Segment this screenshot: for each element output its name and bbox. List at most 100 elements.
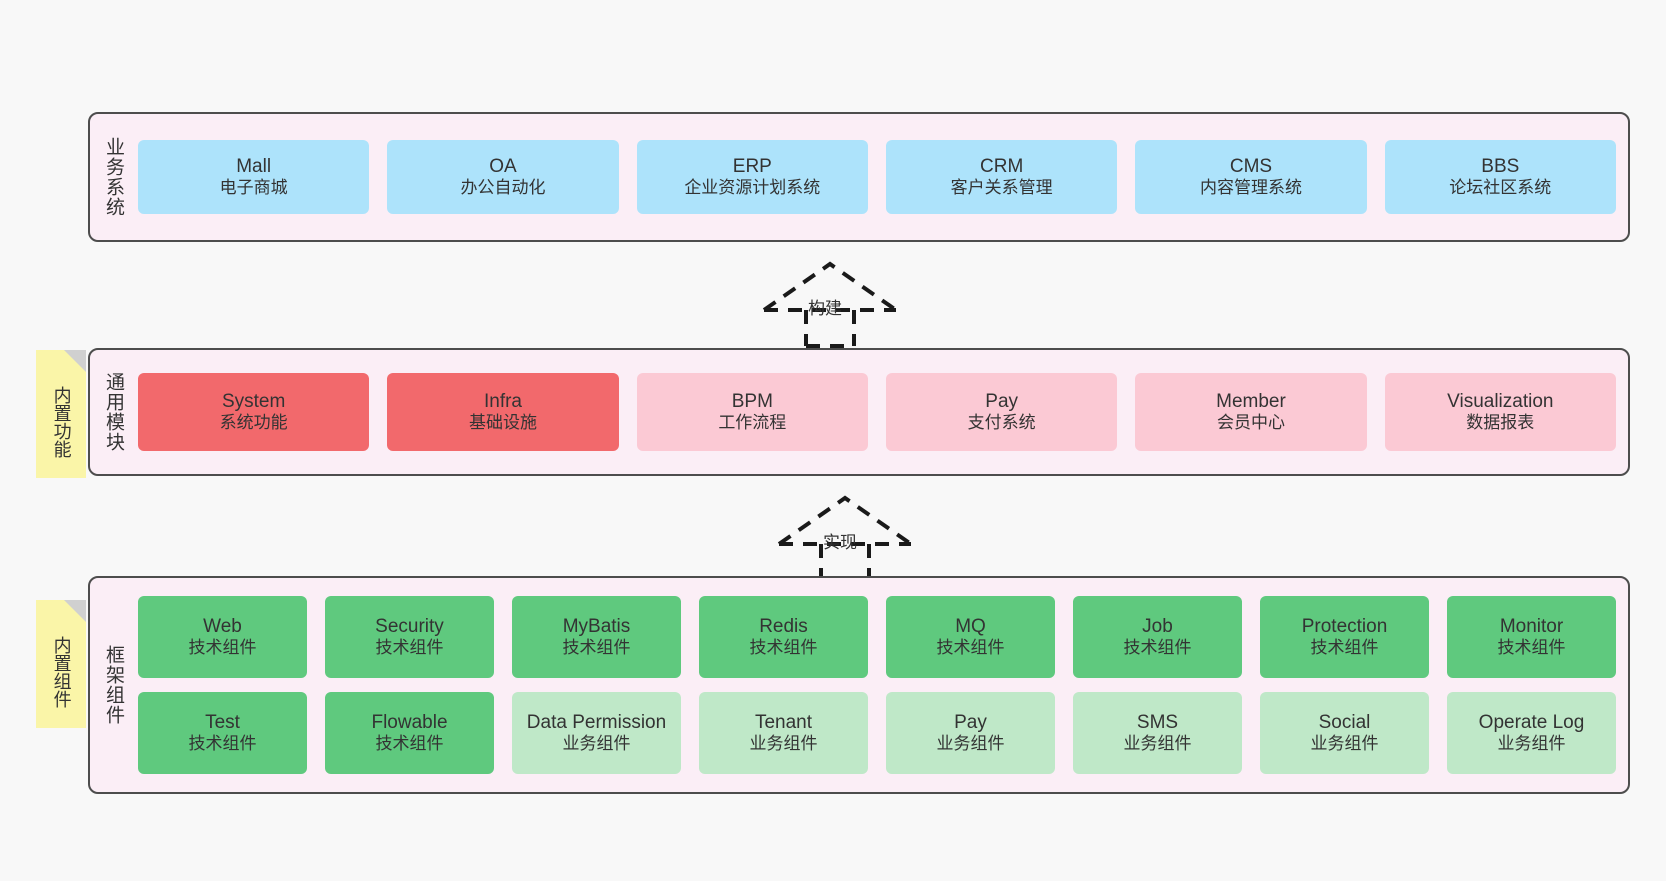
node-subtitle: 技术组件: [375, 734, 444, 754]
node-visualization[interactable]: Visualization 数据报表: [1384, 373, 1616, 451]
node-subtitle: 客户关系管理: [950, 178, 1053, 198]
node-subtitle: 业务组件: [1497, 734, 1566, 754]
node-subtitle: 业务组件: [936, 734, 1005, 754]
layer-label-common: 通用模块: [103, 372, 125, 452]
node-job[interactable]: Job 技术组件: [1073, 596, 1242, 678]
node-subtitle: 系统功能: [219, 413, 288, 433]
node-crm[interactable]: CRM 客户关系管理: [885, 140, 1118, 214]
node-test[interactable]: Test 技术组件: [138, 692, 307, 774]
node-subtitle: 论坛社区系统: [1449, 178, 1552, 198]
node-title: Social: [1318, 712, 1371, 734]
sticky-note-text: 内置组件: [51, 636, 72, 708]
layer-body-business: Mall 电子商城 OA 办公自动化 ERP 企业资源计划系统 CRM 客户关系…: [136, 114, 1628, 240]
connector-implement: 实现: [775, 492, 925, 582]
node-subtitle: 技术组件: [1310, 638, 1379, 658]
node-title: Test: [205, 712, 240, 734]
node-title: Web: [203, 616, 242, 638]
node-pay-component[interactable]: Pay 业务组件: [886, 692, 1055, 774]
layer-common-modules: 通用模块 System 系统功能 Infra 基础设施 BPM 工作流程 Pay…: [88, 348, 1630, 476]
node-bbs[interactable]: BBS 论坛社区系统: [1384, 140, 1616, 214]
node-row: Mall 电子商城 OA 办公自动化 ERP 企业资源计划系统 CRM 客户关系…: [138, 140, 1616, 214]
node-subtitle: 内容管理系统: [1199, 178, 1302, 198]
node-system[interactable]: System 系统功能: [138, 373, 370, 451]
node-title: BBS: [1481, 156, 1520, 178]
node-mybatis[interactable]: MyBatis 技术组件: [512, 596, 681, 678]
node-title: CRM: [980, 156, 1024, 178]
node-protection[interactable]: Protection 技术组件: [1260, 596, 1429, 678]
node-subtitle: 企业资源计划系统: [684, 178, 821, 198]
layer-body-framework: Web 技术组件 Security 技术组件 MyBatis 技术组件 Redi…: [136, 578, 1628, 792]
node-row: System 系统功能 Infra 基础设施 BPM 工作流程 Pay 支付系统…: [138, 373, 1616, 451]
sticky-note-builtin-components: 内置组件: [36, 600, 86, 728]
node-subtitle: 技术组件: [936, 638, 1005, 658]
node-row: Test 技术组件 Flowable 技术组件 Data Permission …: [138, 692, 1616, 774]
node-erp[interactable]: ERP 企业资源计划系统: [636, 140, 868, 214]
node-title: Data Permission: [526, 712, 667, 734]
node-subtitle: 业务组件: [562, 734, 631, 754]
connector-label-build: 构建: [808, 299, 842, 318]
node-subtitle: 技术组件: [1123, 638, 1192, 658]
generalization-arrow-icon: [762, 261, 898, 348]
node-flowable[interactable]: Flowable 技术组件: [325, 692, 494, 774]
node-subtitle: 业务组件: [749, 734, 818, 754]
node-operate-log[interactable]: Operate Log 业务组件: [1447, 692, 1616, 774]
node-mall[interactable]: Mall 电子商城: [138, 140, 370, 214]
node-subtitle: 技术组件: [375, 638, 444, 658]
node-title: SMS: [1136, 712, 1179, 734]
node-mq[interactable]: MQ 技术组件: [886, 596, 1055, 678]
node-title: Protection: [1301, 616, 1388, 638]
node-row: Web 技术组件 Security 技术组件 MyBatis 技术组件 Redi…: [138, 596, 1616, 678]
node-subtitle: 技术组件: [1497, 638, 1566, 658]
node-bpm[interactable]: BPM 工作流程: [636, 373, 868, 451]
sticky-note-builtin-features: 内置功能: [36, 350, 86, 478]
node-title: Redis: [759, 616, 808, 638]
node-subtitle: 技术组件: [562, 638, 631, 658]
node-subtitle: 技术组件: [749, 638, 818, 658]
sticky-note-text: 内置功能: [51, 386, 72, 458]
node-subtitle: 会员中心: [1216, 413, 1285, 433]
node-web[interactable]: Web 技术组件: [138, 596, 307, 678]
node-oa[interactable]: OA 办公自动化: [387, 140, 619, 214]
node-subtitle: 技术组件: [188, 638, 257, 658]
layer-body-common: System 系统功能 Infra 基础设施 BPM 工作流程 Pay 支付系统…: [136, 350, 1628, 474]
node-pay-module[interactable]: Pay 支付系统: [885, 373, 1118, 451]
node-security[interactable]: Security 技术组件: [325, 596, 494, 678]
node-title: Visualization: [1447, 391, 1554, 413]
connector-label-implement: 实现: [823, 533, 857, 552]
node-subtitle: 基础设施: [468, 413, 537, 433]
node-monitor[interactable]: Monitor 技术组件: [1447, 596, 1616, 678]
node-title: System: [221, 391, 286, 413]
node-title: ERP: [732, 156, 772, 178]
node-title: Security: [375, 616, 444, 638]
node-title: Tenant: [754, 712, 813, 734]
node-title: MQ: [955, 616, 986, 638]
node-title: Monitor: [1499, 616, 1564, 638]
node-title: OA: [489, 156, 517, 178]
node-title: Member: [1216, 391, 1286, 413]
node-subtitle: 工作流程: [718, 413, 787, 433]
node-social[interactable]: Social 业务组件: [1260, 692, 1429, 774]
node-redis[interactable]: Redis 技术组件: [699, 596, 868, 678]
node-title: Pay: [954, 712, 987, 734]
node-title: CMS: [1229, 156, 1273, 178]
node-infra[interactable]: Infra 基础设施: [387, 373, 619, 451]
node-subtitle: 电子商城: [219, 178, 288, 198]
node-title: MyBatis: [562, 616, 631, 638]
node-member[interactable]: Member 会员中心: [1135, 373, 1367, 451]
node-sms[interactable]: SMS 业务组件: [1073, 692, 1242, 774]
node-subtitle: 业务组件: [1310, 734, 1379, 754]
node-title: Pay: [985, 391, 1019, 413]
node-subtitle: 数据报表: [1466, 413, 1535, 433]
node-cms[interactable]: CMS 内容管理系统: [1135, 140, 1367, 214]
node-data-permission[interactable]: Data Permission 业务组件: [512, 692, 681, 774]
node-subtitle: 技术组件: [188, 734, 257, 754]
node-subtitle: 办公自动化: [460, 178, 546, 198]
layer-business-systems: 业务系统 Mall 电子商城 OA 办公自动化 ERP 企业资源计划系统 CRM…: [88, 112, 1630, 242]
node-title: Operate Log: [1478, 712, 1585, 734]
node-title: Job: [1142, 616, 1173, 638]
connector-build: 构建: [760, 258, 910, 348]
node-subtitle: 支付系统: [967, 413, 1036, 433]
node-tenant[interactable]: Tenant 业务组件: [699, 692, 868, 774]
node-subtitle: 业务组件: [1123, 734, 1192, 754]
